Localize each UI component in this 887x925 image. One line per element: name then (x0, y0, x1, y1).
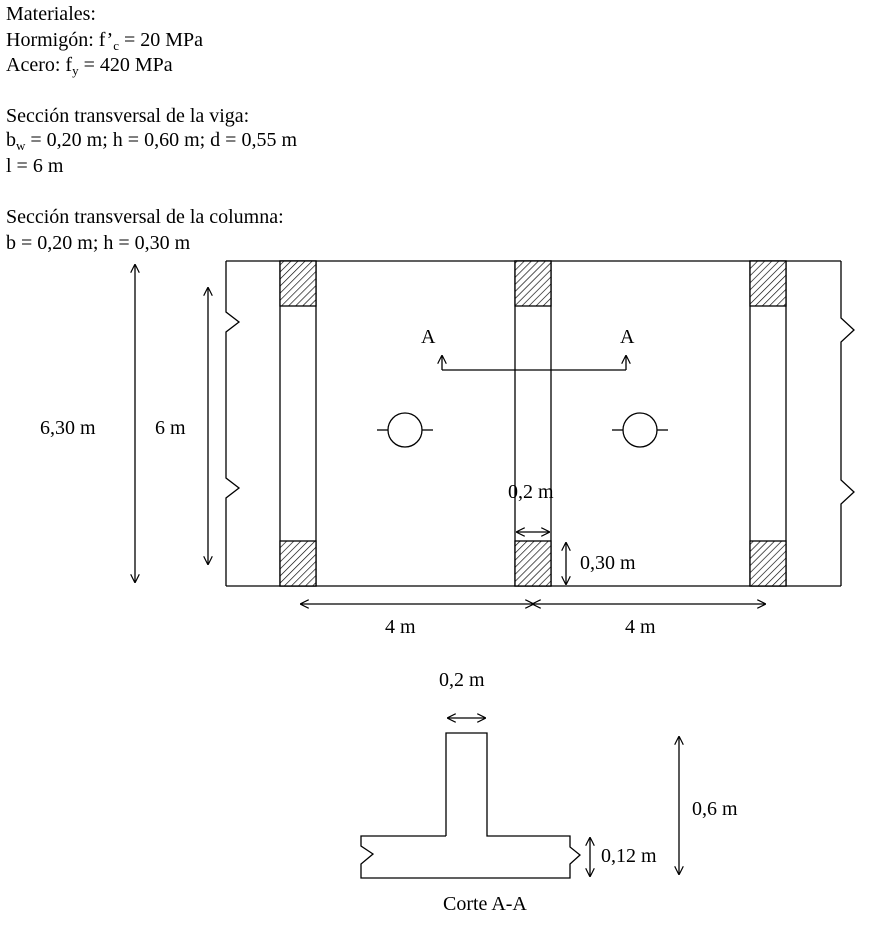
section-mark-right: A (620, 326, 635, 348)
column-bottom-middle (514, 540, 552, 587)
dimension-total-height-label: 6,30 m (40, 417, 96, 439)
t-section-outline (360, 732, 582, 879)
column-top-right (749, 260, 787, 307)
beam-section-dims: bw = 0,20 m; h = 0,60 m; d = 0,55 m (6, 129, 298, 153)
materials-heading: Materiales: (6, 3, 96, 25)
beam-left (279, 260, 317, 587)
dimension-section-height-label: 0,6 m (692, 798, 738, 820)
dimension-web-width-label: 0,2 m (439, 669, 485, 691)
beam-section-heading: Sección transversal de la viga: (6, 105, 250, 127)
beam-middle (514, 260, 552, 587)
column-top-middle (514, 260, 552, 307)
dimension-beam-width-label: 0,2 m (508, 481, 554, 503)
column-bottom-left (279, 540, 317, 587)
concrete-strength: Hormigón: f’c = 20 MPa (6, 29, 204, 53)
column-top-left (279, 260, 317, 307)
beam-right (749, 260, 787, 587)
dimension-spacing-right-label: 4 m (625, 616, 656, 638)
opening-right (622, 412, 658, 448)
cut-section-caption: Corte A-A (443, 893, 527, 915)
column-section-dims: b = 0,20 m; h = 0,30 m (6, 232, 191, 254)
dimension-spacing-left-label: 4 m (385, 616, 416, 638)
column-bottom-right (749, 540, 787, 587)
columns (279, 260, 787, 587)
slab-openings (377, 412, 668, 448)
steel-strength: Acero: fy = 420 MPa (6, 54, 173, 78)
beams (279, 260, 787, 587)
opening-left (387, 412, 423, 448)
beam-length: l = 6 m (6, 155, 64, 177)
section-cut-line (442, 356, 626, 371)
section-mark-left: A (421, 326, 436, 348)
dimension-column-depth-label: 0,30 m (580, 552, 636, 574)
dimension-beam-span-label: 6 m (155, 417, 186, 439)
column-section-heading: Sección transversal de la columna: (6, 206, 284, 228)
dimension-slab-thickness-label: 0,12 m (601, 845, 657, 867)
